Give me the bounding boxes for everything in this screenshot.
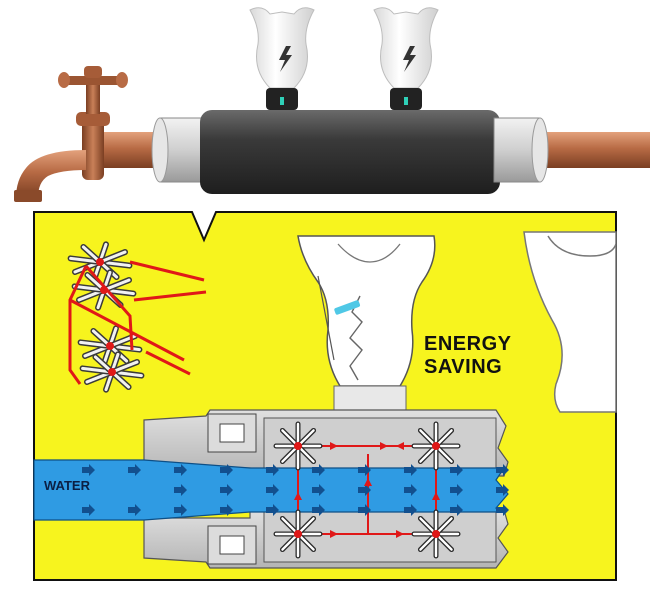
- flow-arrow: [404, 484, 417, 496]
- flow-arrow: [450, 464, 463, 476]
- lightning-bolt-icon: [279, 46, 292, 72]
- flow-arrow: [220, 504, 233, 516]
- flow-arrow: [358, 484, 371, 496]
- lightning-bolt-icon: [403, 46, 416, 72]
- flow-arrow: [266, 504, 279, 516]
- flow-arrow: [404, 504, 417, 516]
- flow-arrow: [82, 504, 95, 516]
- flow-arrow: [82, 464, 95, 476]
- flow-arrow: [128, 504, 141, 516]
- flow-arrow: [404, 464, 417, 476]
- flow-arrow: [358, 504, 371, 516]
- flow-arrow: [220, 484, 233, 496]
- flow-arrow: [174, 484, 187, 496]
- flow-arrow: [358, 464, 371, 476]
- status-led: [280, 97, 284, 105]
- turbine-rotors: [273, 421, 461, 559]
- flow-arrow: [450, 484, 463, 496]
- flow-arrow: [174, 504, 187, 516]
- flow-arrow: [128, 464, 141, 476]
- flow-arrow: [496, 484, 509, 496]
- current-arrow: [380, 442, 388, 450]
- turbine-rotor-icon: [411, 509, 461, 559]
- flow-arrow: [312, 504, 325, 516]
- led-bulb-right: [373, 7, 439, 110]
- copper-pipe-right: [536, 132, 650, 168]
- faucet-assembly: [14, 7, 650, 202]
- flow-arrow: [174, 464, 187, 476]
- turbine-rotor-icon: [411, 421, 461, 471]
- current-arrow: [396, 442, 404, 450]
- ghost-bulb: [523, 231, 617, 413]
- current-arrow: [330, 442, 338, 450]
- turbine-rotor-icon: [79, 351, 145, 393]
- flow-arrow: [312, 464, 325, 476]
- flow-arrow: [266, 484, 279, 496]
- current-arrow: [330, 530, 338, 538]
- sleeve-end-cap-left: [151, 117, 207, 183]
- flow-arrow: [450, 504, 463, 516]
- flow-arrow: [496, 464, 509, 476]
- flow-arrow: [220, 464, 233, 476]
- water-flow-arrows: [82, 464, 509, 516]
- current-arrow: [364, 478, 372, 486]
- current-arrow: [396, 530, 404, 538]
- generator-sleeve: [200, 110, 500, 194]
- turbine-housing: [143, 409, 509, 569]
- turbine-rotor-icon: [273, 509, 323, 559]
- flow-arrow: [496, 504, 509, 516]
- flow-arrow: [312, 484, 325, 496]
- inset-rotor-illustration: [67, 241, 207, 393]
- energy-label-line2: SAVING: [424, 356, 503, 378]
- flow-arrow: [266, 464, 279, 476]
- energy-label-line1: ENERGY: [424, 333, 512, 355]
- status-led: [404, 97, 408, 105]
- turbine-rotor-icon: [67, 241, 133, 283]
- led-bulb-left: [249, 7, 315, 110]
- cutaway-panel: [33, 211, 617, 581]
- current-arrows: [294, 442, 440, 538]
- turbine-rotor-icon: [273, 421, 323, 471]
- water-label: WATER: [44, 478, 90, 493]
- current-arrow: [432, 492, 440, 500]
- tap-icon: [14, 66, 128, 202]
- sleeve-end-cap-right: [493, 117, 549, 183]
- current-arrow: [294, 492, 302, 500]
- energy-saving-label: ENERGY SAVING: [424, 333, 536, 379]
